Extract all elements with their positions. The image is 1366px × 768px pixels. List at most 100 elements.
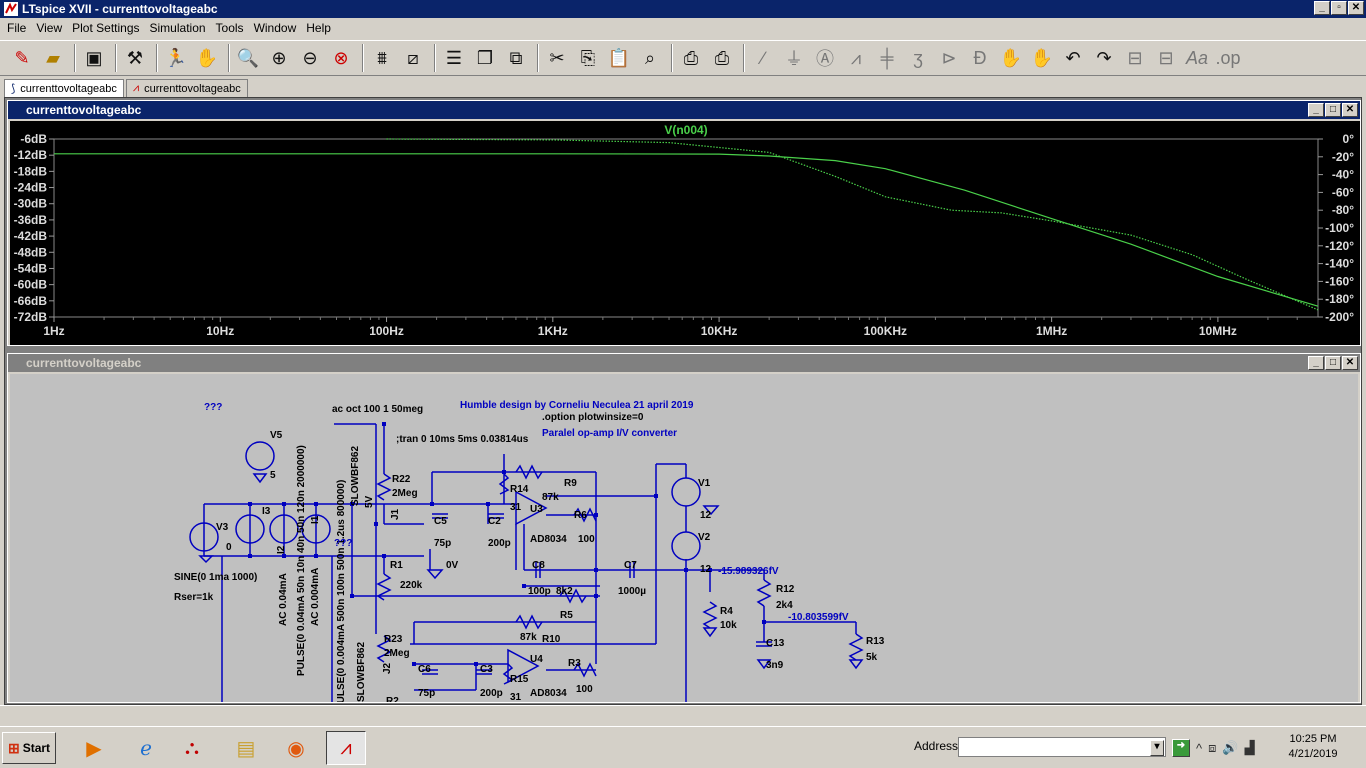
schematic-label[interactable]: R2 [386, 696, 399, 702]
schematic-label[interactable]: ??? [334, 538, 353, 549]
text-icon[interactable]: Aa [1185, 47, 1209, 68]
schematic-note-desc[interactable]: Paralel op-amp I/V converter [542, 428, 678, 439]
new-schematic-icon[interactable]: ✎ [14, 47, 30, 68]
schematic-directive-ac[interactable]: ac oct 100 1 50meg [332, 404, 424, 415]
plot-close-button[interactable]: ✕ [1342, 103, 1358, 117]
menu-window[interactable]: Window [253, 21, 297, 35]
schematic-label[interactable]: R23 [384, 634, 403, 645]
schematic-label[interactable]: 12 [700, 510, 712, 521]
schematic-label[interactable]: I3 [262, 506, 271, 517]
schematic-label[interactable]: AC 0.04mA [278, 573, 289, 626]
acrobat-icon[interactable]: ⛬ [185, 736, 199, 759]
schematic-measure2[interactable]: -10.803599fV [788, 612, 849, 623]
schematic-note-title[interactable]: Humble design by Corneliu Neculea 21 apr… [460, 400, 694, 411]
mirror-icon[interactable]: ⊟ [1158, 47, 1174, 68]
schematic-label[interactable]: V1 [698, 478, 711, 489]
schematic-label[interactable]: I1 [310, 515, 321, 524]
menu-simulation[interactable]: Simulation [149, 21, 206, 35]
schematic-drawing[interactable] [10, 374, 1358, 702]
pan-icon[interactable]: ⊕ [271, 47, 287, 68]
schematic-label[interactable]: AD8034 [530, 688, 567, 699]
schematic-label[interactable]: U4 [530, 654, 543, 665]
address-input[interactable] [958, 737, 1166, 757]
schematic-label[interactable]: 5 [270, 470, 276, 481]
tab-waveform[interactable]: ⩘currenttovoltageabc [125, 79, 248, 97]
schematic-label[interactable]: 12 [700, 564, 712, 575]
schematic-label[interactable]: SLOWBF862 [356, 641, 367, 702]
menu-help[interactable]: Help [306, 21, 331, 35]
schematic-label[interactable]: SLOWBF862 [350, 445, 361, 506]
schematic-label[interactable]: 3n9 [766, 660, 784, 671]
schematic-minimize-button[interactable]: _ [1308, 356, 1324, 370]
go-button[interactable]: ➜ [1172, 739, 1190, 757]
schematic-note-option[interactable]: .option plotwinsize=0 [542, 412, 644, 423]
schematic-label[interactable]: AC 0.004mA [310, 567, 321, 626]
run-icon[interactable]: 🏃 [164, 47, 188, 68]
schematic-label[interactable]: 87k [520, 632, 537, 643]
schematic-label[interactable]: 2Meg [384, 648, 410, 659]
schematic-label[interactable]: 220k [400, 580, 423, 591]
schematic-label[interactable]: R4 [720, 606, 733, 617]
schematic-label[interactable]: 1000µ [618, 586, 647, 597]
ground-icon[interactable]: ⏚ [785, 49, 803, 69]
save-icon[interactable]: ▣ [85, 47, 103, 68]
schematic-label[interactable]: R10 [542, 634, 561, 645]
address-dropdown-button[interactable]: ▾ [1150, 740, 1164, 756]
tray-arrow-icon[interactable]: ^ [1196, 740, 1203, 756]
schematic-label[interactable]: C5 [434, 516, 447, 527]
schematic-measure1[interactable]: -15.989326fV [718, 566, 779, 577]
schematic-label[interactable]: PULSE(0 0.04mA 50n 10n 40n 50n 120n 2000… [296, 445, 307, 676]
zoom-fit-icon[interactable]: ⊗ [333, 47, 349, 68]
diode-icon[interactable]: ⊳ [941, 47, 957, 68]
clock[interactable]: 10:25 PM 4/21/2019 [1288, 733, 1338, 760]
schematic-label[interactable]: J1 [390, 508, 401, 520]
schematic-label[interactable]: R22 [392, 474, 411, 485]
component-icon[interactable]: Ð [973, 47, 987, 68]
file-explorer-icon[interactable]: ▤ [236, 737, 256, 760]
schematic-label[interactable]: 100 [578, 534, 595, 545]
schematic-label[interactable]: 100 [576, 684, 593, 695]
schematic-label[interactable]: J2 [382, 662, 393, 674]
schematic-label[interactable]: C7 [624, 560, 637, 571]
maximize-button[interactable]: ▫ [1331, 1, 1347, 15]
schematic-label[interactable]: R6 [574, 510, 587, 521]
schematic-maximize-button[interactable]: □ [1325, 356, 1341, 370]
schematic-label[interactable]: 75p [418, 688, 436, 699]
schematic-label[interactable]: 31 [510, 692, 522, 702]
schematic-label[interactable]: R13 [866, 636, 885, 647]
schematic-label[interactable]: V3 [216, 522, 229, 533]
minimize-button[interactable]: _ [1314, 1, 1330, 15]
print-preview-icon[interactable]: ⎙ [683, 47, 699, 68]
zoom-in-icon[interactable]: 🔍 [236, 47, 260, 68]
schematic-label[interactable]: 200p [488, 538, 511, 549]
schematic-label[interactable]: 31 [510, 502, 522, 513]
internet-explorer-icon[interactable]: ℯ [140, 737, 152, 760]
rotate-icon[interactable]: ⊟ [1127, 47, 1143, 68]
cut-icon[interactable]: ✂ [549, 47, 565, 68]
tile-vertical-icon[interactable]: ⧉ [509, 47, 523, 68]
tab-schematic[interactable]: ⟆currenttovoltageabc [4, 79, 124, 97]
schematic-label[interactable]: C8 [532, 560, 545, 571]
ltspice-taskbar-icon[interactable]: ⩘ [326, 731, 366, 765]
schematic-label[interactable]: R12 [776, 584, 795, 595]
network-icon[interactable]: ⧈ [1208, 740, 1217, 755]
schematic-label[interactable]: I2 [276, 545, 287, 554]
schematic-label[interactable]: 75p [434, 538, 452, 549]
schematic-directive-tran[interactable]: ;tran 0 10ms 5ms 0.03814us [396, 434, 529, 445]
schematic-label[interactable]: R15 [510, 674, 529, 685]
start-button[interactable]: ⊞ Start [2, 732, 56, 764]
schematic-label[interactable]: PULSE(0 0.004mA 500n 100n 500n 1.2us 800… [336, 479, 347, 702]
schematic-label[interactable]: 10k [720, 620, 737, 631]
schematic-label[interactable]: V5 [270, 430, 283, 441]
schematic-label[interactable]: SINE(0 1ma 1000) [174, 572, 258, 583]
schematic-label[interactable]: AD8034 [530, 534, 567, 545]
zoom-out-icon[interactable]: ⊖ [302, 47, 318, 68]
schematic-close-button[interactable]: ✕ [1342, 356, 1358, 370]
schematic-label[interactable]: C2 [488, 516, 501, 527]
schematic-label[interactable]: 8k2 [556, 586, 573, 597]
spice-directive-icon[interactable]: .op [1215, 47, 1241, 68]
schematic-label[interactable]: 0V [446, 560, 459, 571]
schematic-label[interactable]: C13 [766, 638, 785, 649]
